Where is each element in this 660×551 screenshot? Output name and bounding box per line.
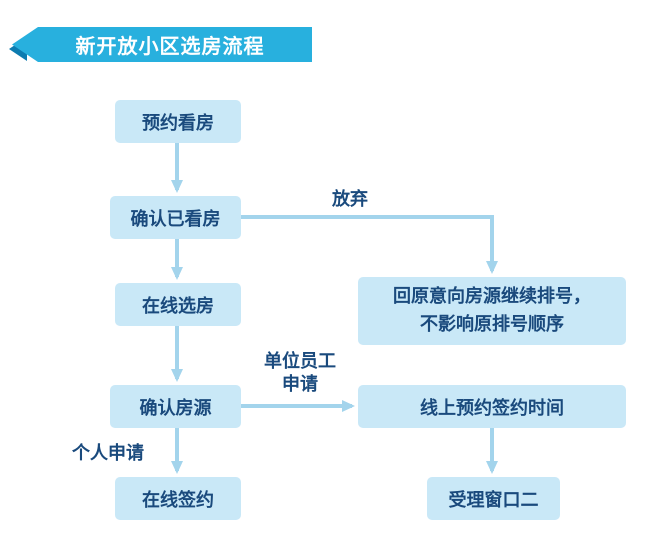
page-title: 新开放小区选房流程: [75, 36, 265, 58]
title-banner: 新开放小区选房流程: [12, 27, 312, 62]
node-book-viewing: 预约看房: [115, 100, 241, 143]
node-return-queue-line2: 不影响原排号顺序: [420, 314, 564, 334]
node-confirm-viewed: 确认已看房: [110, 196, 241, 239]
node-return-queue: 回原意向房源继续排号， 不影响原排号顺序: [358, 277, 626, 345]
node-online-sign-time: 线上预约签约时间: [358, 385, 626, 428]
label-abandon: 放弃: [332, 189, 368, 209]
label-employee-application: 单位员工 申请: [250, 350, 350, 396]
node-service-window-two: 受理窗口二: [427, 477, 560, 520]
node-online-select: 在线选房: [115, 283, 241, 326]
label-employee-line1: 单位员工: [264, 350, 336, 371]
connector-abandon-branch: [240, 215, 498, 274]
label-individual-application: 个人申请: [72, 443, 144, 463]
node-confirm-listing: 确认房源: [110, 385, 241, 428]
node-online-sign: 在线签约: [115, 477, 241, 520]
node-return-queue-line1: 回原意向房源继续排号，: [393, 286, 591, 307]
label-employee-line2: 申请: [282, 374, 318, 394]
